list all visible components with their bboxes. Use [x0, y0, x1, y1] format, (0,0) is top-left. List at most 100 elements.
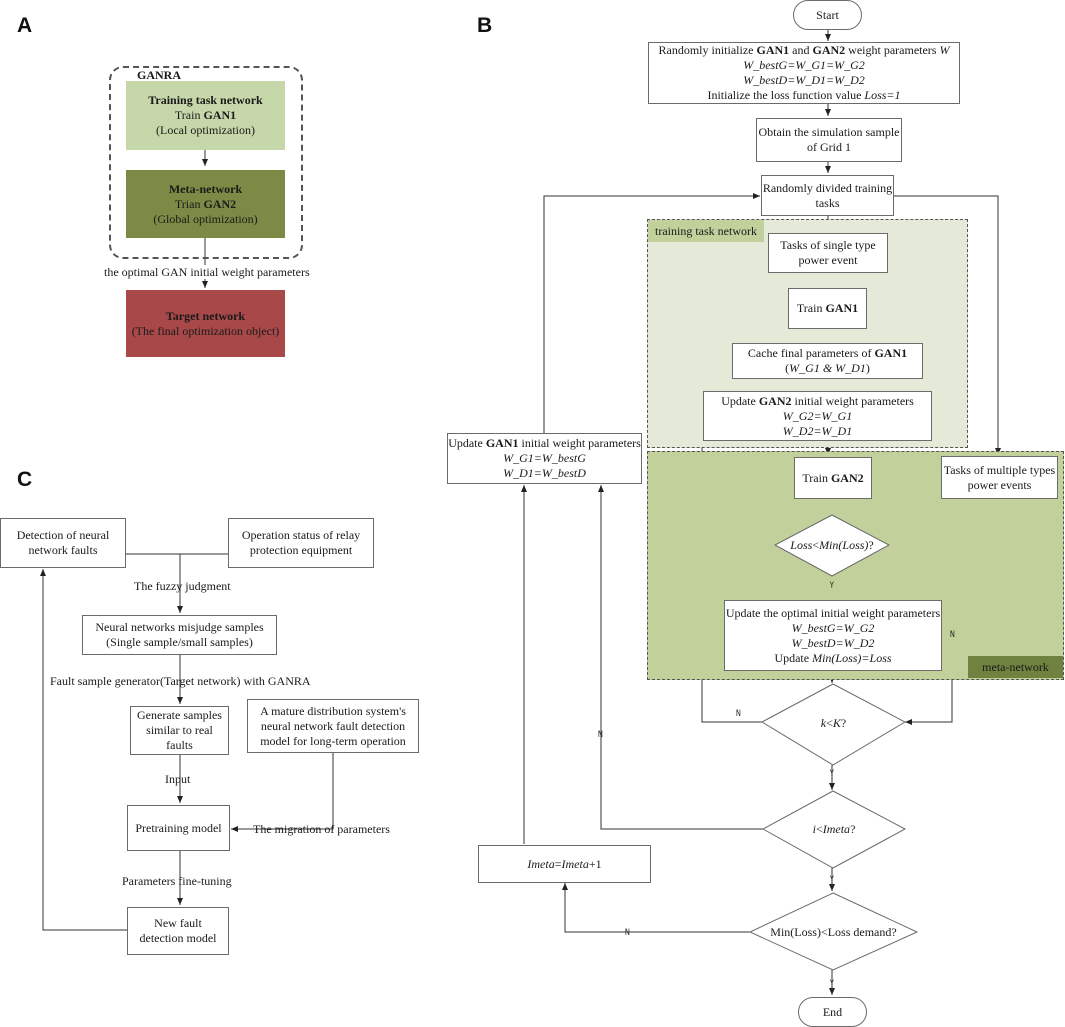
update-opt-l4a: Update [774, 650, 813, 665]
loss-decision-diamond [773, 514, 891, 577]
detection-faults-node: Detection of neural network faults [0, 518, 126, 568]
panel-c-letter: C [17, 468, 33, 491]
optimal-weights-label: the optimal GAN initial weight parameter… [102, 265, 312, 279]
target-node-line2: (The final optimization object) [131, 323, 280, 338]
update-gan2-l3: W_D2=W_D1 [782, 423, 853, 438]
init-gan2: GAN2 [812, 43, 846, 57]
yes-label-loss: Y [829, 581, 834, 591]
loss-demand-diamond [748, 892, 919, 971]
fine-tuning-label: Parameters fine-tuning [122, 874, 232, 888]
no-label-loss: N [949, 630, 955, 640]
divide-line2: tasks [815, 195, 840, 210]
update-gan2-a: Update [721, 393, 759, 408]
misjudge-line1: Neural networks misjudge samples [95, 620, 264, 634]
train-gan2-text: Train [802, 470, 831, 485]
start-terminal: Start [793, 0, 862, 30]
generate-line3: faults [166, 738, 193, 752]
imeta-increment-node: Imeta=Imeta+1 [478, 845, 651, 883]
init-loss-value: Loss=1 [864, 88, 901, 102]
end-terminal: End [798, 997, 867, 1027]
yes-label-loss-demand: Y [829, 979, 834, 989]
training-node-gan1: GAN1 [203, 108, 237, 122]
training-node-line3: (Local optimization) [156, 123, 255, 137]
loss-decision-text: Loss<Min(Loss)? [775, 536, 889, 554]
init-bestg: W_bestG=W_G1=W_G2 [743, 58, 865, 72]
cache-params-node: Cache final parameters of GAN1 (W_G1 & W… [732, 343, 923, 379]
i-cond-a: i [812, 821, 816, 836]
train-gan1-node: Train GAN1 [788, 288, 867, 329]
init-text-c: and [789, 43, 813, 57]
imeta-a: Imeta [527, 856, 555, 871]
imeta-c: Imeta [561, 856, 589, 871]
mature-model-node: A mature distribution system's neural ne… [247, 699, 419, 753]
meta-node-title: Meta-network [168, 181, 243, 196]
pretraining-model-node: Pretraining model [127, 805, 230, 851]
update-opt-l2: W_bestG=W_G2 [791, 620, 875, 635]
k-cond-a: k [820, 715, 827, 730]
meta-node-line2: Trian [174, 196, 204, 211]
generator-label: Fault sample generator(Target network) w… [50, 674, 311, 688]
loss-cond-d: ? [868, 537, 874, 552]
meta-node-gan2: GAN2 [203, 196, 237, 211]
update-gan1-a: Update [448, 436, 486, 450]
update-optimal-node: Update the optimal initial weight parame… [724, 600, 942, 671]
loss-cond-a: Loss [790, 537, 813, 552]
misjudge-samples-node: Neural networks misjudge samples (Single… [82, 615, 277, 655]
divide-tasks-node: Randomly divided training tasks [761, 175, 894, 216]
yes-label-k: Y [829, 769, 834, 779]
input-label: Input [165, 772, 191, 786]
meta-node-line3: (Global optimization) [153, 211, 258, 226]
relay-status-node: Operation status of relay protection equ… [228, 518, 374, 568]
training-task-network-node: Training task network Train GAN1 (Local … [126, 81, 285, 150]
detect-line2: network faults [28, 543, 98, 557]
obtain-samples-node: Obtain the simulation sample of Grid 1 [756, 118, 902, 162]
init-text-e: weight parameters [845, 43, 940, 57]
new-model-line1: New fault [154, 916, 202, 930]
multi-line1: Tasks of multiple types [943, 462, 1056, 477]
cache-paren-close: ) [865, 361, 870, 375]
init-loss-text: Initialize the loss function value [707, 88, 865, 102]
fuzzy-judgment-label: The fuzzy judgment [134, 579, 231, 593]
loss-cond-c: Min(Loss) [819, 537, 869, 552]
update-opt-l3: W_bestD=W_D2 [791, 635, 875, 650]
no-label-i: N [597, 730, 603, 740]
ganra-label: GANRA [137, 68, 181, 82]
generate-samples-node: Generate samples similar to real faults [130, 706, 229, 755]
no-label-k: N [735, 709, 741, 719]
cache-text: Cache final parameters of [747, 346, 875, 360]
ganra-container [109, 66, 303, 259]
multiple-type-tasks-node: Tasks of multiple types power events [941, 456, 1058, 499]
migration-label: The migration of parameters [253, 822, 390, 836]
multi-line2: power events [967, 477, 1032, 492]
single-line2: power event [798, 253, 858, 267]
update-gan1-l2: W_G1=W_bestG [503, 451, 586, 465]
train-gan2-node: Train GAN2 [794, 457, 872, 499]
misjudge-line2: (Single sample/small samples) [106, 635, 253, 649]
update-gan1-c: initial weight parameters [518, 436, 641, 450]
init-gan1: GAN1 [756, 43, 790, 57]
init-bestd: W_bestD=W_D1=W_D2 [743, 73, 865, 87]
k-cond-d: ? [840, 715, 847, 730]
loss-cond-b: < [812, 537, 820, 552]
train-gan2-bold: GAN2 [830, 470, 864, 485]
init-text-a: Randomly initialize [658, 43, 757, 57]
training-node-title: Training task network [148, 93, 263, 107]
update-gan2-bold: GAN2 [758, 393, 792, 408]
i-cond-d: ? [850, 821, 856, 836]
update-gan2-node: Update GAN2 initial weight parameters W_… [703, 391, 932, 441]
panel-b-letter: B [477, 14, 493, 37]
update-gan2-c: initial weight parameters [791, 393, 914, 408]
panel-a-letter: A [17, 14, 33, 37]
i-cond-c: Imeta [822, 821, 851, 836]
training-node-line2: Train [174, 108, 204, 122]
initialize-weights-node: Randomly initialize GAN1 and GAN2 weight… [648, 42, 960, 104]
i-decision-text: i< Imeta? [763, 820, 905, 838]
no-label-loss-demand: N [624, 928, 630, 938]
update-gan1-node: Update GAN1 initial weight parameters W_… [447, 433, 642, 484]
mature-line3: model for long-term operation [260, 733, 406, 748]
cache-gan1: GAN1 [874, 346, 908, 360]
k-cond-c: K [832, 715, 841, 730]
target-node-title: Target network [165, 308, 246, 323]
loss-demand-text: Min(Loss)<Loss demand? [770, 924, 897, 939]
